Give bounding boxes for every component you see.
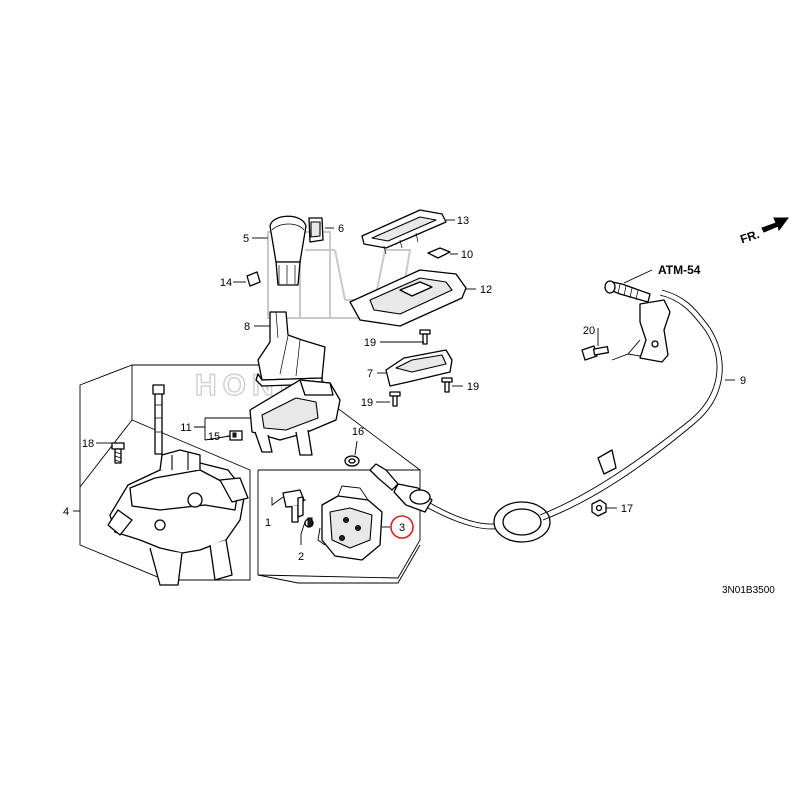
front-arrow-icon xyxy=(761,217,789,233)
callout-18[interactable]: 18 xyxy=(82,438,94,450)
bolt-20 xyxy=(581,345,610,361)
washer-16 xyxy=(344,455,360,467)
front-direction-indicator: FR. xyxy=(738,217,789,246)
callout-1[interactable]: 1 xyxy=(265,517,271,529)
callout-7[interactable]: 7 xyxy=(367,368,373,380)
bolt-18 xyxy=(111,442,125,464)
front-label: FR. xyxy=(738,227,761,246)
callout-14[interactable]: 14 xyxy=(220,277,232,289)
sub-assembly-frame xyxy=(257,469,421,584)
callout-12[interactable]: 12 xyxy=(480,284,492,296)
callout-17[interactable]: 17 xyxy=(621,503,633,515)
callout-10[interactable]: 10 xyxy=(461,249,473,261)
clip-14 xyxy=(246,271,261,287)
callout-15[interactable]: 15 xyxy=(208,431,220,443)
shift-cable-9 xyxy=(369,280,723,543)
highlight-circle-3 xyxy=(390,515,414,539)
diagram-code: 3N01B3500 xyxy=(722,585,775,596)
solenoid-assembly-3 xyxy=(317,485,383,561)
callout-8[interactable]: 8 xyxy=(244,321,250,333)
callout-labels: 1 2 3 4 5 6 7 8 9 10 11 12 13 14 15 16 1… xyxy=(63,215,746,563)
callout-9[interactable]: 9 xyxy=(740,375,746,387)
callout-13[interactable]: 13 xyxy=(457,215,469,227)
spring-part-2 xyxy=(297,496,314,528)
indicator-panel-11 xyxy=(249,379,341,456)
screw-19-a xyxy=(419,329,431,345)
callout-2[interactable]: 2 xyxy=(298,551,304,563)
callout-20[interactable]: 20 xyxy=(583,325,595,337)
callout-4[interactable]: 4 xyxy=(63,506,69,518)
leader-lines xyxy=(73,219,735,545)
callout-11[interactable]: 11 xyxy=(180,422,191,434)
callout-19-a[interactable]: 19 xyxy=(364,337,376,349)
screw-19-c xyxy=(389,391,401,407)
knob-button-6 xyxy=(308,217,324,243)
shifter-base xyxy=(107,384,249,586)
shift-knob-5 xyxy=(269,215,307,286)
small-part-15 xyxy=(229,430,243,441)
screw-19-b xyxy=(441,377,453,393)
callout-5[interactable]: 5 xyxy=(243,233,249,245)
callout-6[interactable]: 6 xyxy=(338,223,344,235)
atm-reference-label[interactable]: ATM-54 xyxy=(658,263,701,277)
console-panel-12 xyxy=(349,269,467,327)
callout-19-c[interactable]: 19 xyxy=(361,397,373,409)
clip-10 xyxy=(427,247,451,259)
callout-3[interactable]: 3 xyxy=(399,522,405,534)
trim-13 xyxy=(361,209,447,255)
shift-boot-8 xyxy=(255,311,326,387)
callout-19-b[interactable]: 19 xyxy=(467,381,479,393)
callout-16[interactable]: 16 xyxy=(352,426,364,438)
bracket-7 xyxy=(385,349,453,387)
